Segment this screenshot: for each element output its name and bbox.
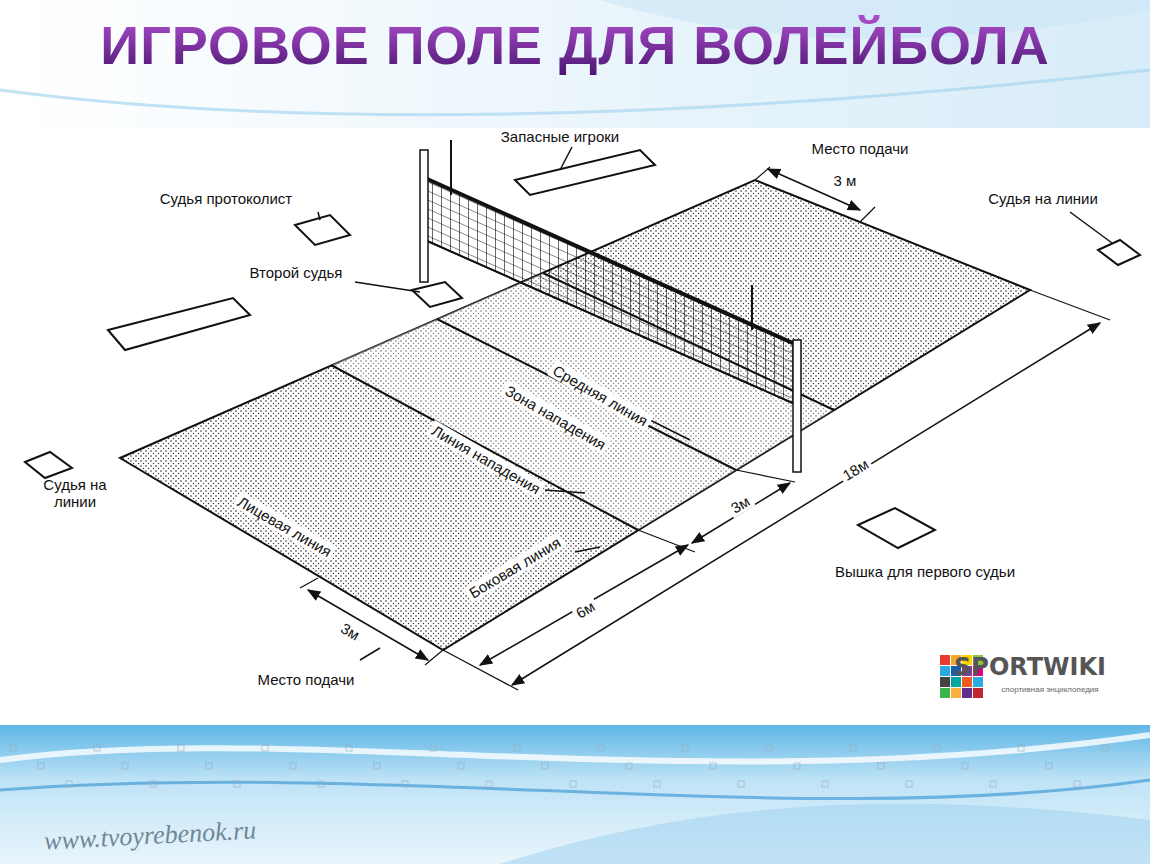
decor-square: [150, 781, 156, 787]
decor-square: [682, 745, 688, 751]
logo-square: [951, 688, 961, 698]
decor-square: [206, 763, 212, 769]
referee-label: Второй судья: [250, 264, 343, 281]
decor-square: [178, 745, 184, 751]
decor-square: [1018, 745, 1024, 751]
decor-square: [850, 745, 856, 751]
decor-square: [1046, 763, 1052, 769]
decor-square: [794, 763, 800, 769]
referee-label: Судья на линии: [35, 476, 115, 511]
decor-square: [878, 763, 884, 769]
decor-square: [318, 781, 324, 787]
decor-square: [234, 781, 240, 787]
logo-square: [940, 666, 950, 676]
zone-label: Место подачи: [812, 140, 909, 157]
decor-square: [514, 745, 520, 751]
logo-square: [940, 688, 950, 698]
decor-square: [486, 781, 492, 787]
logo-square: [940, 655, 950, 665]
decor-square: [710, 763, 716, 769]
decor-square: [738, 781, 744, 787]
decor-square: [934, 745, 940, 751]
decor-square: [1074, 781, 1080, 787]
decor-square: [346, 745, 352, 751]
page-title: ИГРОВОЕ ПОЛЕ ДЛЯ ВОЛЕЙБОЛА: [0, 14, 1150, 76]
decor-square: [598, 745, 604, 751]
decor-square: [906, 781, 912, 787]
decor-square: [542, 763, 548, 769]
logo-square: [962, 688, 972, 698]
decor-square: [38, 763, 44, 769]
decor-square: [990, 781, 996, 787]
decor-square: [570, 781, 576, 787]
decor-square: [94, 745, 100, 751]
logo-square: [973, 688, 983, 698]
zone-label: Место подачи: [258, 671, 355, 688]
referee-label: Судья на линии: [988, 190, 1098, 207]
decor-square: [430, 745, 436, 751]
logo-text: SPORTWIKI: [954, 654, 1106, 682]
decor-square: [766, 745, 772, 751]
referee-label: Вышка для первого судьи: [835, 563, 1015, 580]
decor-square: [262, 745, 268, 751]
decor-square: [402, 781, 408, 787]
dimension: 3 м: [834, 172, 857, 189]
decor-square: [1102, 745, 1108, 751]
decor-square: [458, 763, 464, 769]
logo-square: [940, 677, 950, 687]
referee-label: Судья протоколист: [160, 190, 292, 207]
decor-square: [122, 763, 128, 769]
decor-square: [290, 763, 296, 769]
decor-square: [626, 763, 632, 769]
decor-square: [654, 781, 660, 787]
decor-square: [66, 781, 72, 787]
decor-square: [10, 745, 16, 751]
decor-square: [374, 763, 380, 769]
decor-square: [962, 763, 968, 769]
decor-square: [822, 781, 828, 787]
logo-subtitle: спортивная энциклопедия: [1001, 685, 1098, 694]
zone-label: Запасные игроки: [501, 128, 619, 145]
